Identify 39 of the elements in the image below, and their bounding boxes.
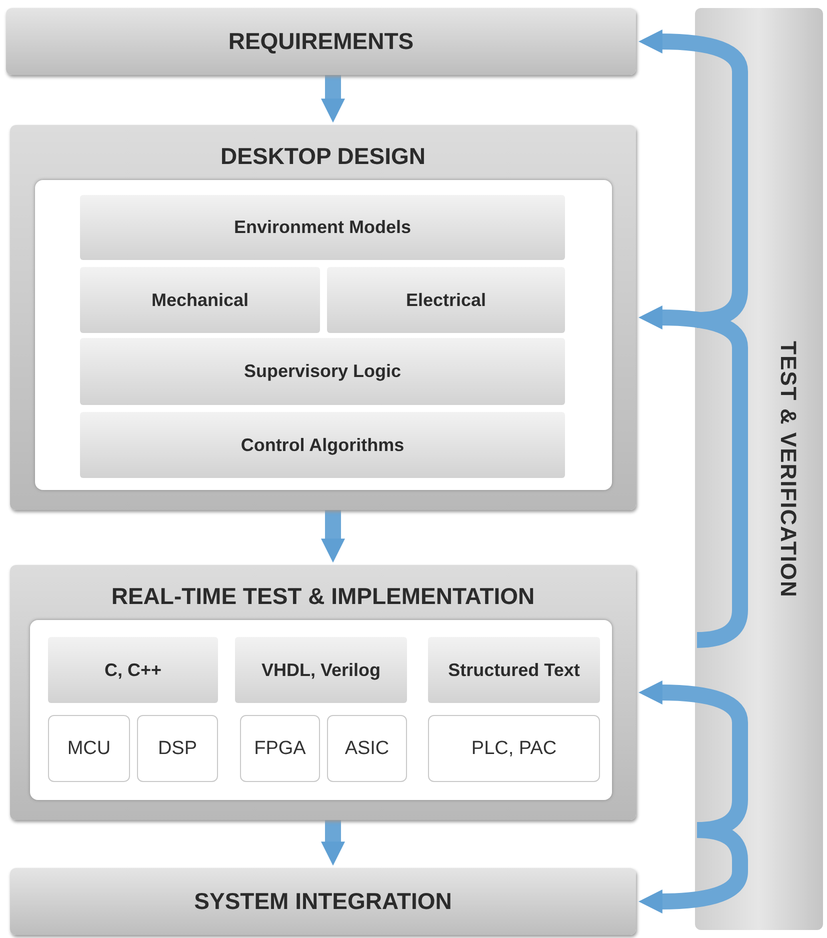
target-box xyxy=(327,715,407,782)
module-box xyxy=(235,637,407,703)
target-box xyxy=(137,715,218,782)
module-box xyxy=(428,637,600,703)
box-label: REQUIREMENTS xyxy=(228,28,414,55)
stage-box xyxy=(6,8,636,75)
target-box xyxy=(240,715,320,782)
box-label: PLC, PAC xyxy=(471,738,557,760)
box-label: Mechanical xyxy=(151,290,249,310)
arrow xyxy=(321,820,345,866)
module-box xyxy=(327,267,565,333)
box-label: VHDL, Verilog xyxy=(261,660,381,680)
stage-box xyxy=(10,868,636,935)
arrow xyxy=(321,510,345,563)
module-box xyxy=(80,195,565,260)
module-box xyxy=(80,267,320,333)
target-box xyxy=(48,715,130,782)
group-box xyxy=(10,125,636,510)
box-label: SYSTEM INTEGRATION xyxy=(194,888,452,915)
box-label: MCU xyxy=(67,738,111,760)
box-label: DSP xyxy=(158,738,198,760)
box-label: Electrical xyxy=(406,290,486,310)
arrow xyxy=(321,75,345,123)
box-label: FPGA xyxy=(254,738,306,760)
box-label: REAL-TIME TEST & IMPLEMENTATION xyxy=(111,583,535,610)
module-box xyxy=(48,637,218,703)
box-label: Structured Text xyxy=(448,660,580,680)
box-label: C, C++ xyxy=(104,660,162,680)
box-label: Environment Models xyxy=(234,217,412,238)
target-box xyxy=(428,715,600,782)
box-label: Control Algorithms xyxy=(240,434,404,456)
module-box xyxy=(80,338,565,405)
group-box xyxy=(10,565,636,820)
box-label: ASIC xyxy=(344,738,390,760)
box-label: TEST & VERIFICATION xyxy=(775,340,801,598)
module-box xyxy=(80,412,565,478)
box-label: Supervisory Logic xyxy=(244,361,402,382)
arrow xyxy=(638,306,748,648)
box-label: DESKTOP DESIGN xyxy=(220,143,426,170)
